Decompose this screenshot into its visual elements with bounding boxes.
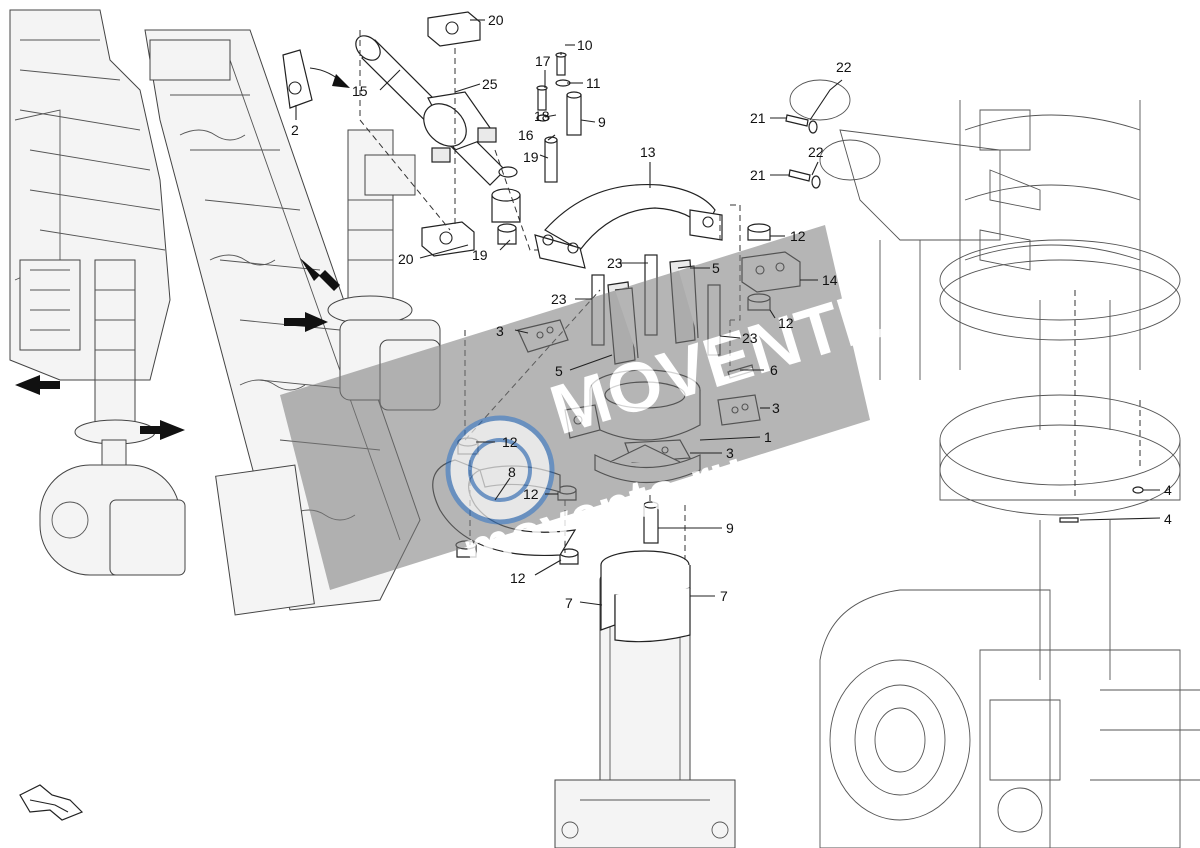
callout-12: 12 — [510, 570, 526, 586]
callout-23: 23 — [607, 255, 623, 271]
callout-20: 20 — [488, 12, 504, 28]
callout-20: 20 — [398, 251, 414, 267]
callout-23: 23 — [742, 330, 758, 346]
part-9-lower-pin — [643, 501, 659, 544]
callout-19: 19 — [523, 149, 539, 165]
callout-14: 14 — [822, 272, 838, 288]
callout-9: 9 — [598, 114, 606, 130]
watermark: MOVENTE movente.ru — [280, 225, 895, 590]
callout-25: 25 — [482, 76, 498, 92]
callout-6: 6 — [770, 362, 778, 378]
callout-13: 13 — [640, 144, 656, 160]
callout-22: 22 — [808, 144, 824, 160]
callout-leaders — [295, 19, 1161, 606]
callout-4: 4 — [1164, 482, 1172, 498]
callout-8: 8 — [508, 464, 516, 480]
callout-1: 1 — [764, 429, 772, 445]
callout-12: 12 — [778, 315, 794, 331]
callout-10: 10 — [577, 37, 593, 53]
callout-19: 19 — [472, 247, 488, 263]
callout-7: 7 — [565, 595, 573, 611]
callout-5: 5 — [712, 260, 720, 276]
callout-4: 4 — [1164, 511, 1172, 527]
callout-22: 22 — [836, 59, 852, 75]
part-15-tube-assembly — [355, 35, 521, 245]
black-pointer-arrow — [15, 258, 340, 440]
part-21-22-bolts — [785, 114, 821, 189]
callout-3: 3 — [496, 323, 504, 339]
part-7-sleeve — [600, 550, 691, 643]
watermark-logo — [445, 415, 555, 525]
callout-17: 17 — [535, 53, 551, 69]
callout-3: 3 — [772, 400, 780, 416]
callout-9: 9 — [726, 520, 734, 536]
callout-15: 15 — [352, 83, 368, 99]
callout-5: 5 — [555, 363, 563, 379]
callout-16: 16 — [518, 127, 534, 143]
callout-18: 18 — [534, 108, 550, 124]
part-13-yoke — [534, 183, 723, 269]
callout-21: 21 — [750, 110, 766, 126]
callout-21: 21 — [750, 167, 766, 183]
callout-labels: 1 2 3 3 3 4 4 5 5 6 7 7 8 9 9 10 11 12 1… — [291, 12, 1172, 611]
callout-7: 7 — [720, 588, 728, 604]
part-20-clamp-blocks — [421, 11, 481, 257]
part-4-screws — [1059, 486, 1144, 523]
part-2-label-plate — [282, 49, 350, 109]
callout-12: 12 — [790, 228, 806, 244]
callout-12: 12 — [502, 434, 518, 450]
callout-12: 12 — [523, 486, 539, 502]
callout-11: 11 — [586, 75, 601, 91]
callout-23: 23 — [551, 291, 567, 307]
orientation-arrow-icon — [19, 784, 84, 821]
background-machine-right — [789, 79, 1200, 848]
callout-2: 2 — [291, 122, 299, 138]
callout-3: 3 — [726, 445, 734, 461]
